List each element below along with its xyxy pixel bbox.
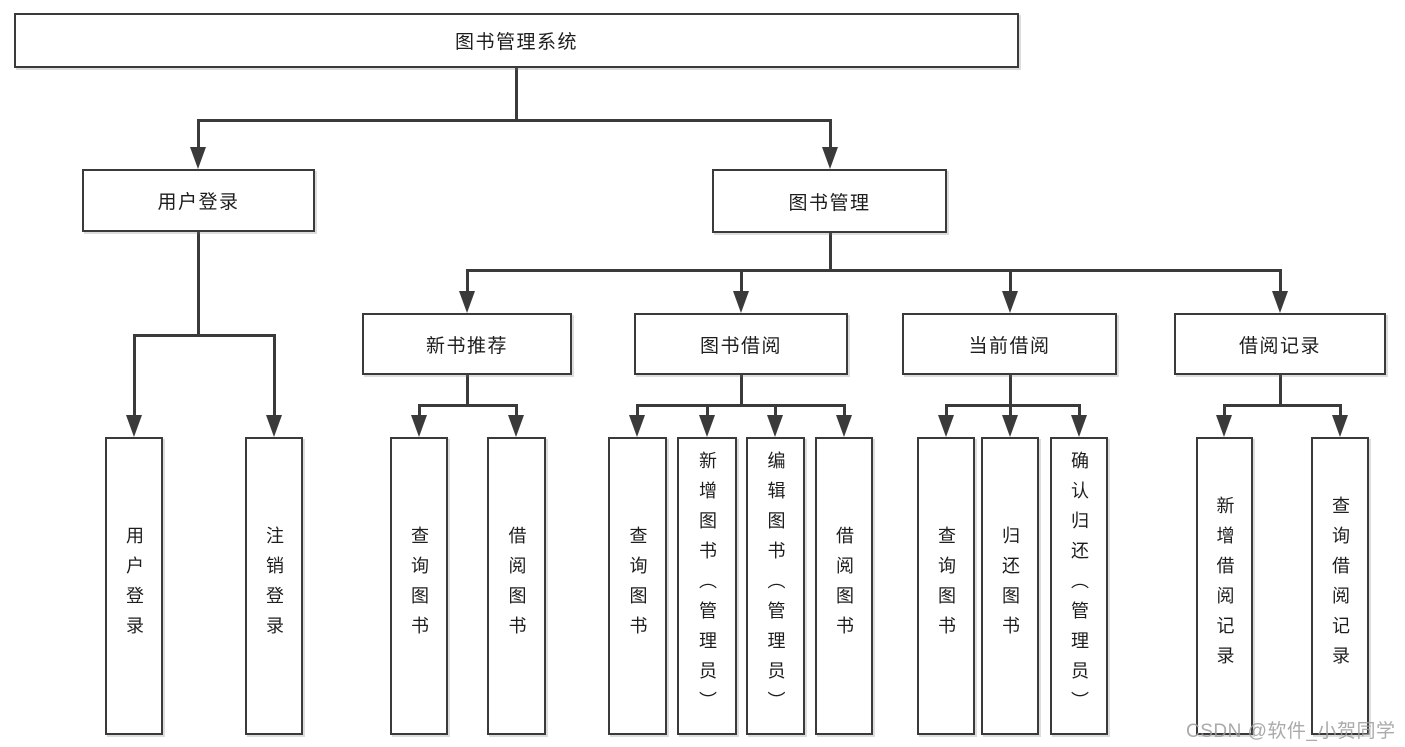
node-borrow-records-label: 借阅记录 — [1238, 335, 1321, 357]
connector-drop-cu-query — [945, 404, 948, 417]
leaf-cu-return-books: 归还图书 — [981, 437, 1039, 735]
leaf-logout: 注销登录 — [245, 437, 303, 735]
leaf-rc-add-record: 新增借阅记录 — [1196, 437, 1253, 735]
connector-current-stem — [1009, 374, 1012, 406]
leaf-user-login: 用户登录 — [105, 437, 163, 735]
arrowhead-book-mgmt — [822, 147, 838, 169]
leaf-bw-add-books: 新增图书（管理员） — [677, 437, 737, 735]
node-current-borrow-label: 当前借阅 — [968, 335, 1051, 357]
leaf-rc-query-record: 查询借阅记录 — [1311, 437, 1369, 735]
connector-drop-leaf-login — [133, 334, 136, 417]
node-user-login-label: 用户登录 — [157, 192, 240, 213]
arrowhead-rc-add — [1216, 415, 1232, 437]
leaf-cu-query-books: 查询图书 — [917, 437, 975, 735]
leaf-cu-confirm-return: 确认归还（管理员） — [1050, 437, 1108, 735]
leaf-cu-confirm-return-label: 确认归还（管理员） — [1069, 451, 1089, 721]
node-book-mgmt: 图书管理 — [712, 169, 947, 233]
connector-drop-borrowing — [740, 269, 743, 293]
arrowhead-new-books — [459, 291, 475, 313]
connector-drop-cu-return — [1009, 404, 1012, 417]
leaf-bw-add-books-label: 新增图书（管理员） — [697, 451, 717, 721]
connector-drop-nb-borrow — [515, 404, 518, 417]
node-borrowing-label: 图书借阅 — [699, 335, 782, 357]
leaf-cu-query-books-label: 查询图书 — [936, 526, 956, 646]
connector-new-books-stem — [466, 374, 469, 406]
arrowhead-cu-confirm — [1071, 415, 1087, 437]
connector-drop-book-mgmt — [829, 119, 832, 150]
node-borrowing: 图书借阅 — [634, 313, 848, 375]
arrowhead-cu-return — [1002, 415, 1018, 437]
connector-drop-bw-add — [706, 404, 709, 417]
arrowhead-records — [1272, 291, 1288, 313]
connector-drop-new-books — [466, 269, 469, 293]
node-current-borrow: 当前借阅 — [902, 313, 1117, 375]
arrowhead-cu-query — [938, 415, 954, 437]
connector-drop-current — [1009, 269, 1012, 293]
leaf-bw-edit-books: 编辑图书（管理员） — [746, 437, 805, 735]
node-book-mgmt-label: 图书管理 — [788, 192, 871, 214]
connector-drop-bw-query — [636, 404, 639, 417]
arrowhead-nb-query — [411, 415, 427, 437]
arrowhead-rc-query — [1332, 415, 1348, 437]
arrowhead-current — [1002, 291, 1018, 313]
connector-borrowing-stem — [740, 374, 743, 406]
node-new-books-label: 新书推荐 — [425, 335, 508, 357]
node-root: 图书管理系统 — [14, 13, 1019, 68]
connector-borrowing-rail — [636, 404, 845, 407]
connector-drop-rc-query — [1339, 404, 1342, 417]
connector-drop-cu-confirm — [1078, 404, 1081, 417]
leaf-nb-query-books-label: 查询图书 — [409, 526, 429, 646]
leaf-bw-edit-books-label: 编辑图书（管理员） — [765, 451, 786, 721]
leaf-logout-label: 注销登录 — [264, 526, 284, 646]
connector-book-mgmt-stem — [829, 232, 832, 271]
leaf-bw-query-books-label: 查询图书 — [627, 526, 648, 646]
leaf-bw-query-books: 查询图书 — [608, 437, 667, 735]
connector-drop-nb-query — [418, 404, 421, 417]
arrowhead-bw-borrow — [836, 415, 852, 437]
leaf-bw-borrow-books: 借阅图书 — [815, 437, 873, 735]
connector-root-stem — [515, 67, 518, 121]
arrowhead-bw-query — [629, 415, 645, 437]
connector-records-stem — [1279, 374, 1282, 406]
arrowhead-borrowing — [733, 291, 749, 313]
leaf-user-login-label: 用户登录 — [124, 526, 144, 646]
leaf-cu-return-books-label: 归还图书 — [1000, 526, 1020, 646]
arrowhead-leaf-login — [126, 415, 142, 437]
arrowhead-bw-edit — [767, 415, 783, 437]
connector-user-login-stem — [197, 231, 200, 336]
connector-drop-bw-borrow — [843, 404, 846, 417]
leaf-nb-borrow-books: 借阅图书 — [487, 437, 546, 735]
node-borrow-records: 借阅记录 — [1174, 313, 1386, 375]
connector-drop-records — [1279, 269, 1282, 293]
connector-records-rail — [1223, 404, 1341, 407]
connector-drop-bw-edit — [774, 404, 777, 417]
connector-user-login-rail — [133, 334, 275, 337]
arrowhead-leaf-logout — [266, 415, 282, 437]
leaf-nb-borrow-books-label: 借阅图书 — [506, 526, 527, 646]
node-new-books: 新书推荐 — [362, 313, 572, 375]
connector-current-rail — [945, 404, 1080, 407]
leaf-nb-query-books: 查询图书 — [390, 437, 448, 735]
csdn-watermark: CSDN @软件_小贺同学 — [1186, 721, 1396, 742]
connector-drop-leaf-logout — [273, 334, 276, 417]
leaf-rc-query-record-label: 查询借阅记录 — [1330, 496, 1350, 676]
arrowhead-bw-add — [699, 415, 715, 437]
arrowhead-nb-borrow — [508, 415, 524, 437]
node-user-login: 用户登录 — [82, 169, 315, 232]
node-root-label: 图书管理系统 — [454, 32, 578, 53]
connector-drop-rc-add — [1223, 404, 1226, 417]
connector-new-books-rail — [418, 404, 518, 407]
arrowhead-user-login — [190, 147, 206, 169]
connector-book-mgmt-rail — [466, 269, 1281, 272]
connector-root-rail — [197, 119, 832, 122]
leaf-bw-borrow-books-label: 借阅图书 — [834, 526, 854, 646]
leaf-rc-add-record-label: 新增借阅记录 — [1214, 496, 1235, 676]
connector-drop-user-login — [197, 119, 200, 150]
